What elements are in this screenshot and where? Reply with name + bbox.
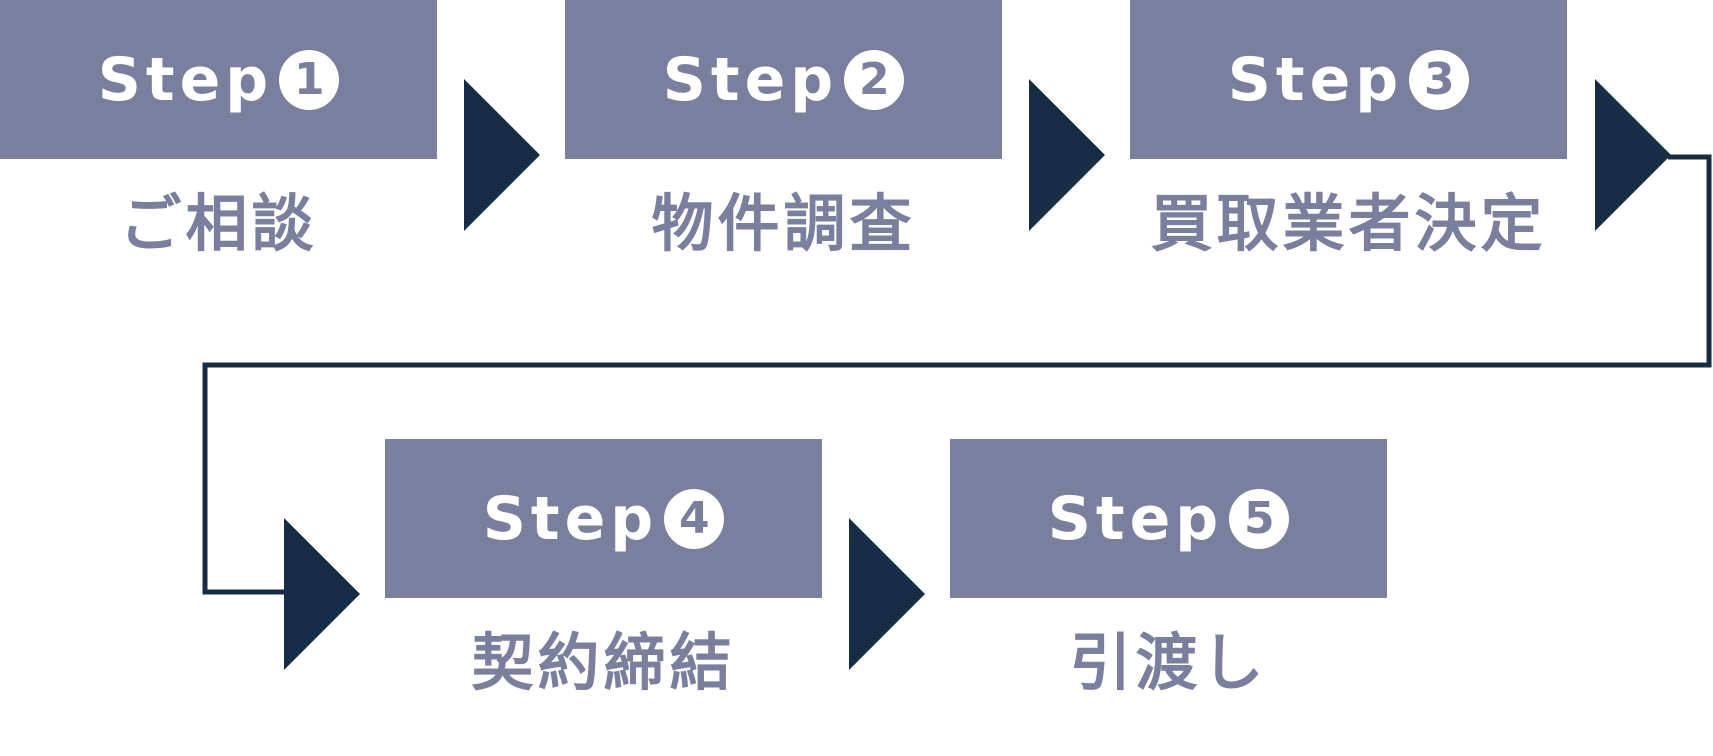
step-3-prefix: Step: [1227, 44, 1404, 115]
step-5-number-badge: 5: [1229, 488, 1290, 549]
step-2-number-badge: 2: [844, 49, 905, 110]
arrow-4-5-icon: [849, 518, 925, 670]
arrow-3-wrap-icon: [1595, 79, 1671, 231]
step-4-label: 契約締結: [471, 626, 736, 699]
arrow-1-2-icon: [464, 79, 540, 231]
wrap-connector-line: [202, 154, 1712, 595]
step-2-prefix: Step: [662, 44, 839, 115]
step-4-prefix: Step: [482, 483, 659, 554]
arrow-2-3-icon: [1029, 79, 1105, 231]
step-1-number-badge: 1: [279, 49, 340, 110]
step-4-number-badge: 4: [664, 488, 725, 549]
arrow-wrap-4-icon: [284, 518, 360, 670]
step-2-label: 物件調査: [651, 187, 916, 260]
step-1-label: ご相談: [119, 187, 318, 260]
step-3-label: 買取業者決定: [1150, 187, 1547, 260]
step-5-label: 引渡し: [1069, 626, 1268, 699]
step-1-prefix: Step: [97, 44, 274, 115]
step-3-number-badge: 3: [1409, 49, 1470, 110]
step-5-prefix: Step: [1047, 483, 1224, 554]
